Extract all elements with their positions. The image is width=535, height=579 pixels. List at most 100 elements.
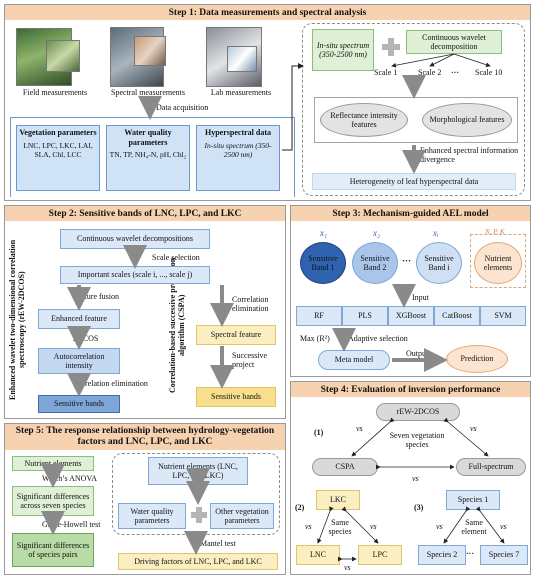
vs-f: vs: [344, 563, 351, 572]
lkc-text: LKC: [330, 495, 346, 505]
model-pls: PLS: [342, 306, 388, 326]
lpc-text: LPC: [372, 550, 388, 560]
model-svm: SVM: [480, 306, 526, 326]
step3-panel: [290, 205, 531, 377]
spectral-analysis-region: [302, 23, 525, 196]
veg-body: LNC, LPC, LKC, LAI, SLA, Chl, LCC: [23, 140, 93, 159]
plus-icon-2: [191, 507, 207, 523]
ov-text: Other vegetation parameters: [215, 506, 269, 525]
scale1-label: Scale 1: [374, 68, 398, 77]
reflectance-features-ellipse: Reflectance intensity features: [320, 103, 408, 137]
step4-panel: [290, 381, 531, 575]
cat-text: CatBoost: [442, 311, 472, 321]
rew-text: rEW-2DCOS: [396, 407, 440, 417]
water-title: Water quality parameters: [124, 128, 172, 147]
cwd-box: Continuous wavelet decomposition: [406, 30, 502, 54]
hyper-body: In-situ spectrum (350-2500 nm): [204, 140, 272, 159]
prediction-ellipse: Prediction: [446, 345, 508, 373]
sens-left-text: Sensitive bands: [54, 399, 104, 409]
same-element-label: Same element: [461, 518, 487, 536]
spectral-label: Spectral measurements: [111, 88, 185, 97]
sensitive-band-1: Sensitive Band 1: [300, 242, 346, 284]
rew-2dcos-box: rEW-2DCOS: [376, 403, 460, 421]
cwds-text: Continuous wavelet decompositions: [77, 234, 193, 244]
water-params-box: Water quality parameters TN, TP, NH₄-N, …: [106, 125, 190, 191]
step2-title: Step 2: Sensitive bands of LNC, LPC, and…: [5, 206, 285, 221]
same-species-label: Same species: [328, 518, 352, 536]
scale2-label: Scale 2: [418, 68, 442, 77]
morph-text: Morphological features: [429, 115, 505, 125]
sp2-text: Species 2: [426, 550, 458, 560]
sensitive-band-2: Sensitive Band 2: [352, 242, 398, 284]
plus-icon: [382, 38, 400, 56]
species7-box: Species 7: [480, 545, 528, 565]
step1-panel: [4, 4, 531, 201]
cspa-text: CSPA: [335, 462, 355, 472]
adaptive-selection-label: Adaptive selection: [348, 334, 408, 343]
band-ellipsis: ···: [402, 256, 412, 266]
bandi-text: Sensitive Band i: [424, 253, 454, 272]
enhanced-divergence-label: Enhanced spectral information divergence: [420, 146, 519, 164]
input-label: Input: [412, 293, 429, 302]
xgb-text: XGBoost: [395, 311, 427, 321]
band1-text: Sensitive Band 1: [308, 253, 338, 272]
scale-ellipsis: ···: [451, 68, 460, 77]
field-photo-inset: [46, 40, 80, 72]
sigsp-text: Significant differences across seven spe…: [16, 491, 90, 510]
x1-label: x₁: [320, 228, 328, 238]
sp1-text: Species 1: [457, 495, 489, 505]
x2-label: x₂: [373, 228, 381, 238]
svm-text: SVM: [494, 311, 512, 321]
field-label: Field measurements: [22, 88, 88, 97]
sens-right-text: Sensitive bands: [211, 392, 261, 402]
refl-text: Reflectance intensity features: [330, 110, 398, 129]
scale10-label: Scale 10: [475, 68, 503, 77]
step5-panel: [4, 423, 286, 575]
vs-d: vs: [305, 522, 312, 531]
step4-title: Step 4: Evaluation of inversion performa…: [291, 382, 530, 397]
mantel-label: Mantel test: [200, 539, 236, 548]
scale-line-1: [391, 53, 455, 68]
full-spectrum-box: Full-spectrum: [456, 458, 526, 476]
drive-text: Driving factors of LNC, LPC, and LKC: [134, 556, 262, 566]
nut5-text: Nutrient elements: [24, 458, 82, 468]
welch-label: Welch’s ANOVA: [42, 474, 97, 483]
step1-title: Step 1: Data measurements and spectral a…: [5, 5, 530, 20]
veg-title: Vegetation parameters: [19, 128, 97, 137]
vegetation-params-box: Vegetation parameters LNC, LPC, LKC, LAI…: [16, 125, 100, 191]
step3-title: Step 3: Mechanism-guided AEL model: [291, 206, 530, 221]
sigpairs-text: Significant differences of species pairs: [16, 540, 90, 559]
specfeat-text: Spectral feature: [210, 330, 262, 340]
lnc-box: LNC: [296, 545, 340, 565]
vs-c: vs: [412, 474, 419, 483]
seven-species-label: Seven vegetation species: [389, 431, 445, 449]
other-veg-box: Other vegetation parameters: [210, 503, 274, 529]
nutrient-dashed-frame: [470, 234, 526, 288]
hetero-text: Heterogeneity of leaf hyperspectral data: [349, 176, 479, 186]
sp7-text: Species 7: [488, 550, 520, 560]
npk-label: N, P, K: [485, 228, 505, 236]
step2-panel: [4, 205, 286, 419]
xi-label: xᵢ: [433, 228, 439, 238]
sensitive-band-i: Sensitive Band i: [416, 242, 462, 284]
wq-text: Water quality parameters: [130, 506, 174, 525]
morphological-features-ellipse: Morphological features: [422, 103, 512, 137]
nutrient-elements-ellipse: Nutrient elements: [474, 242, 522, 284]
water-quality-box: Water quality parameters: [118, 503, 186, 529]
spectral-photo-inset: [134, 36, 166, 66]
successive-label: Successive project: [232, 351, 268, 369]
lkc-box: LKC: [316, 490, 360, 510]
model-catboost: CatBoost: [434, 306, 480, 326]
nutr-text: Nutrient elements: [483, 253, 513, 272]
insitu-text: In-situ spectrum (350-2500 nm): [316, 40, 370, 59]
model-rf: RF: [296, 306, 342, 326]
full-text: Full-spectrum: [468, 462, 514, 472]
vs-g: vs: [436, 522, 443, 531]
species1-box: Species 1: [446, 490, 500, 510]
pred-text: Prediction: [460, 354, 494, 364]
enh-text: Enhanced feature: [51, 314, 107, 324]
important-text: Important scales (scale i, ..., scale j): [77, 270, 193, 280]
lab-label: Lab measurements: [210, 88, 272, 97]
